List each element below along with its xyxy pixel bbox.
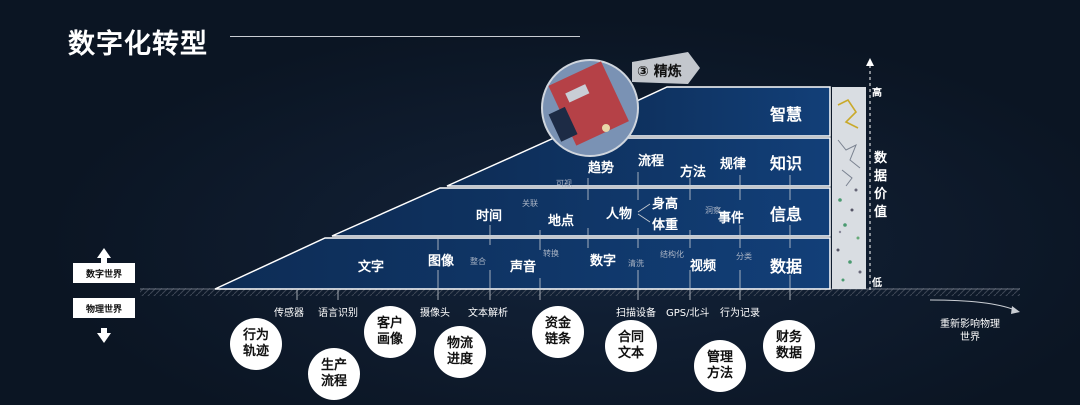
- information-word: 人物: [606, 206, 632, 222]
- axis-value-label: 数据价值: [874, 151, 888, 220]
- data-word: 视频: [690, 258, 716, 274]
- data-word: 文字: [358, 259, 384, 275]
- title-divider: [230, 36, 580, 37]
- process-word: 洞察: [705, 205, 721, 215]
- layer-words: 趋势 流程 方法 规律 时间 地点 人物 身高 体重 事件 文字 图像 声音 数…: [358, 153, 746, 275]
- process-words: 关联 可视 洞察 整合 转换 清洗 结构化 分类: [470, 178, 752, 268]
- layer-information: [331, 187, 831, 237]
- process-word: 分类: [736, 251, 752, 261]
- process-word: 结构化: [660, 249, 684, 259]
- physical-world-label: 物理世界: [73, 298, 135, 318]
- knowledge-word: 规律: [720, 156, 746, 172]
- information-word: 地点: [548, 213, 574, 229]
- connector-lines: [296, 172, 791, 300]
- source-circle: 生产流程: [308, 348, 360, 400]
- layer-label-wisdom: 智慧: [770, 105, 802, 124]
- data-word: 数字: [590, 253, 616, 269]
- source-circle: 管理方法: [694, 340, 746, 392]
- return-arrow-line: [929, 299, 1016, 311]
- magnifier-image: [541, 59, 639, 157]
- refine-arrow-banner: [632, 52, 700, 84]
- texture-dots: [836, 188, 862, 282]
- sensor-label: 扫描设备: [616, 308, 656, 319]
- process-word: 整合: [470, 256, 486, 266]
- ground-strip: [140, 288, 1020, 296]
- sensor-label: 行为记录: [720, 308, 760, 319]
- knowledge-word: 方法: [680, 164, 706, 180]
- source-circle: 财务数据: [763, 320, 815, 372]
- process-word: 清洗: [628, 258, 644, 268]
- sensor-label: 摄像头: [420, 308, 450, 319]
- layer-label-knowledge: 知识: [770, 154, 802, 173]
- source-circle: 客户画像: [364, 306, 416, 358]
- information-word: 事件: [718, 210, 744, 226]
- information-word: 时间: [476, 208, 502, 224]
- source-circle: 物流进度: [434, 326, 486, 378]
- page-title: 数字化转型: [68, 29, 208, 60]
- data-word: 图像: [428, 253, 455, 269]
- layer-data: [214, 237, 831, 290]
- data-word: 声音: [509, 259, 536, 275]
- sensor-label: GPS/北斗: [666, 308, 710, 319]
- right-note: 重新影响物理世界: [940, 319, 1000, 343]
- source-circle: 合同文本: [605, 320, 657, 372]
- return-arrow-head: [1011, 306, 1020, 314]
- value-arrow-head: [866, 58, 874, 66]
- source-circle: 资金链条: [532, 306, 584, 358]
- process-word: 转换: [543, 248, 559, 258]
- information-word: 体重: [652, 217, 678, 233]
- sensor-label: 传感器: [274, 308, 304, 319]
- axis-high-label: 高: [872, 88, 882, 99]
- knowledge-word: 流程: [638, 153, 664, 169]
- axis-low-label: 低: [872, 278, 882, 289]
- refine-label: ③ 精炼: [637, 63, 682, 80]
- digital-world-label: 数字世界: [73, 263, 135, 283]
- source-circle: 行为轨迹: [230, 318, 282, 370]
- texture-network: [837, 98, 861, 187]
- layer-label-information: 信息: [770, 205, 802, 224]
- layer-knowledge: [446, 137, 831, 187]
- sensor-label: 语言识别: [318, 308, 358, 319]
- arrow-down-icon: [97, 333, 111, 343]
- knowledge-word: 趋势: [588, 160, 614, 176]
- information-word: 身高: [652, 196, 678, 212]
- process-word: 可视: [556, 178, 572, 188]
- arrow-up-icon: [97, 248, 111, 258]
- layer-label-data: 数据: [770, 257, 802, 276]
- process-word: 关联: [522, 198, 538, 208]
- value-texture-column: [832, 87, 866, 289]
- layer-labels: 智慧 知识 信息 数据: [770, 105, 802, 276]
- sensor-label: 文本解析: [468, 308, 508, 319]
